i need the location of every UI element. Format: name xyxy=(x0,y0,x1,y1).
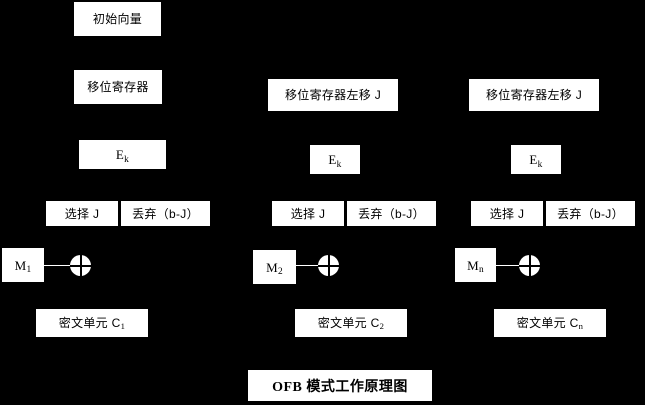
select-box-1: 选择 J xyxy=(46,201,118,226)
plaintext-label-3: Mn xyxy=(467,257,484,276)
plaintext-box-1: M1 xyxy=(2,248,44,282)
init-vector-label: 初始向量 xyxy=(92,12,143,26)
ciphertext-box-1: 密文单元 C1 xyxy=(36,309,148,337)
plaintext-connector-3 xyxy=(496,265,529,266)
encrypt-box-2: Ek xyxy=(310,145,360,174)
xor-operator-icon-3 xyxy=(519,255,540,276)
ciphertext-label-1: 密文单元 C1 xyxy=(58,316,126,332)
plaintext-label-1: M1 xyxy=(14,257,32,276)
shift-register-box-2: 移位寄存器左移 J xyxy=(268,79,398,111)
plaintext-connector-2 xyxy=(296,265,328,266)
plaintext-connector-1 xyxy=(44,265,74,266)
select-label-1: 选择 J xyxy=(64,206,100,221)
shift-register-label-3: 移位寄存器左移 J xyxy=(485,88,583,102)
plaintext-box-3: Mn xyxy=(455,248,496,282)
ciphertext-label-3: 密文单元 Cn xyxy=(516,316,584,332)
ciphertext-box-2: 密文单元 C2 xyxy=(295,309,407,337)
select-label-3: 选择 J xyxy=(489,206,525,221)
encrypt-label-3: Ek xyxy=(529,152,543,170)
select-box-2: 选择 J xyxy=(272,201,344,226)
shift-register-label-1: 移位寄存器 xyxy=(87,80,149,94)
diagram-title: OFB 模式工作原理图 xyxy=(248,370,432,401)
diagram-title-label: OFB 模式工作原理图 xyxy=(272,379,408,395)
ciphertext-label-2: 密文单元 C2 xyxy=(317,316,385,332)
encrypt-label-1: Ek xyxy=(115,147,130,165)
encrypt-box-3: Ek xyxy=(511,145,561,174)
encrypt-box-1: Ek xyxy=(79,140,166,169)
plaintext-label-2: M2 xyxy=(266,259,283,278)
discard-label-3: 丢弃（b-J） xyxy=(557,206,624,221)
xor-operator-icon-2 xyxy=(318,255,339,276)
discard-label-1: 丢弃（b-J） xyxy=(132,206,199,221)
init-vector-box: 初始向量 xyxy=(74,2,161,36)
xor-operator-icon-1 xyxy=(70,255,91,276)
discard-box-2: 丢弃（b-J） xyxy=(347,201,436,226)
discard-box-3: 丢弃（b-J） xyxy=(546,201,635,226)
shift-register-box-3: 移位寄存器左移 J xyxy=(469,79,599,111)
discard-box-1: 丢弃（b-J） xyxy=(121,201,210,226)
plaintext-box-2: M2 xyxy=(253,250,296,284)
select-label-2: 选择 J xyxy=(290,206,326,221)
select-box-3: 选择 J xyxy=(471,201,543,226)
encrypt-label-2: Ek xyxy=(328,152,342,170)
shift-register-box-1: 移位寄存器 xyxy=(74,70,162,104)
shift-register-label-2: 移位寄存器左移 J xyxy=(284,88,382,102)
ciphertext-box-3: 密文单元 Cn xyxy=(494,309,606,337)
discard-label-2: 丢弃（b-J） xyxy=(358,206,425,221)
